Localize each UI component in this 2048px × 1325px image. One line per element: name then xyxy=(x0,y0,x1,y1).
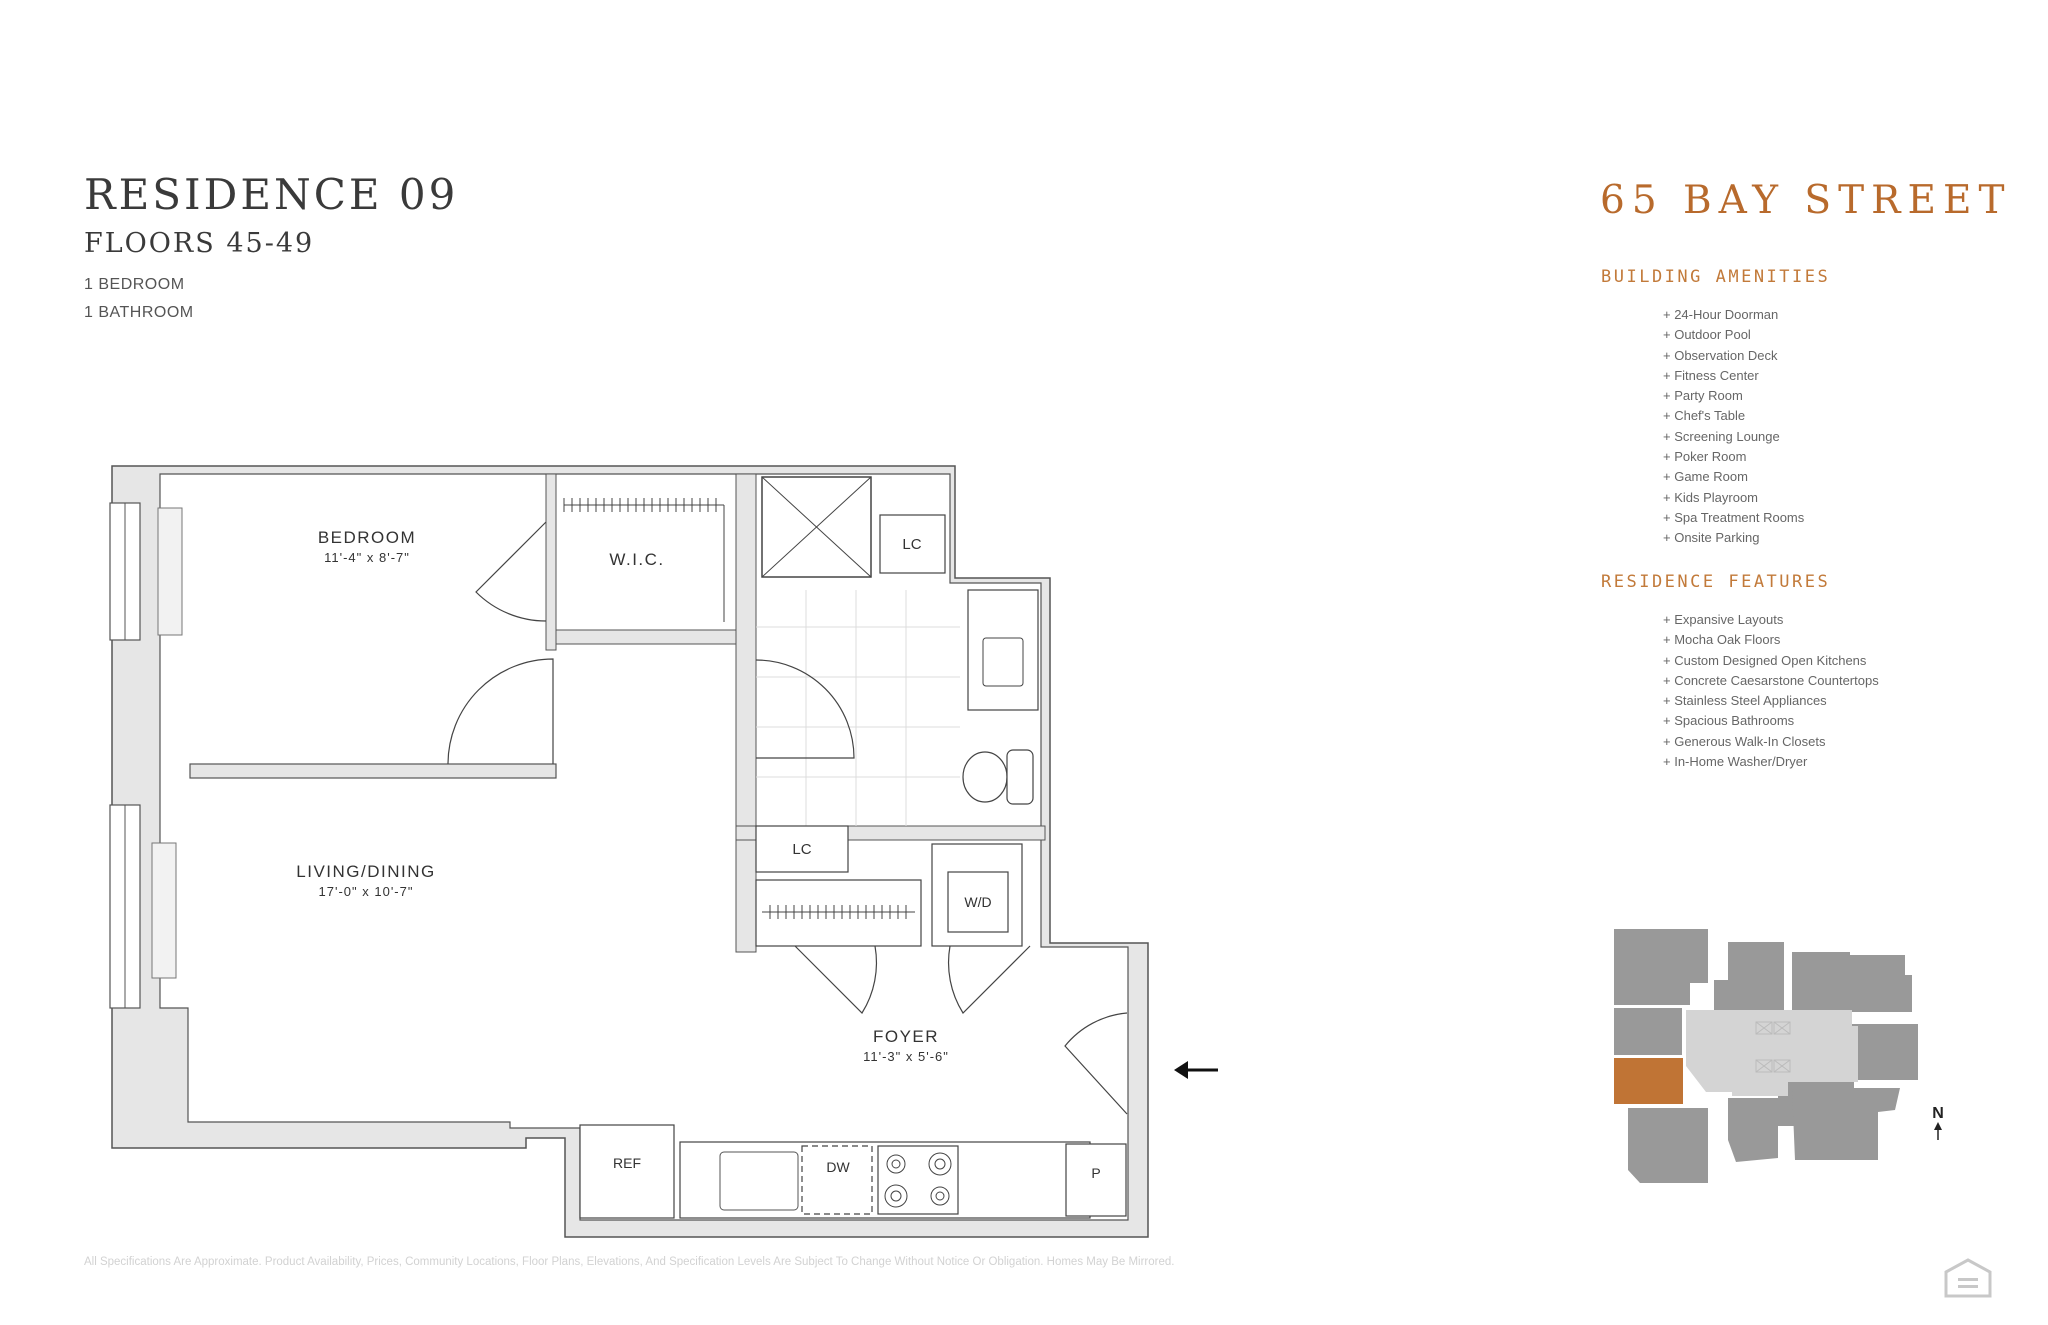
list-item: + Party Room xyxy=(1663,388,1743,404)
list-item: + In-Home Washer/Dryer xyxy=(1663,754,1808,770)
wic-label: W.I.C. xyxy=(609,550,664,569)
living-dims: 17'-0" x 10'-7" xyxy=(319,884,414,899)
toilet xyxy=(962,751,1008,803)
door-swings xyxy=(447,521,1128,1115)
list-item: + 24-Hour Doorman xyxy=(1663,307,1779,322)
list-item: + Stainless Steel Appliances xyxy=(1663,693,1827,709)
dishwasher xyxy=(801,1145,873,1215)
features-list: + Expansive Layouts + Mocha Oak Floors +… xyxy=(1663,610,1879,772)
list-item: + Onsite Parking xyxy=(1663,530,1760,546)
entry-arrow-icon xyxy=(1174,1061,1218,1079)
equal-housing-icon xyxy=(1944,1258,1992,1298)
wd-label: W/D xyxy=(964,894,991,910)
key-plan xyxy=(1614,929,1918,1183)
bedroom-south-wall xyxy=(189,763,557,779)
list-item: + Spacious Bathrooms xyxy=(1663,713,1795,729)
list-item: + Generous Walk-In Closets xyxy=(1663,733,1826,749)
list-item: + Expansive Layouts xyxy=(1663,612,1784,627)
lc-top-box xyxy=(879,514,946,574)
wic-bottom-wall xyxy=(555,629,746,645)
list-item: + Screening Lounge xyxy=(1663,428,1780,444)
list-item: + Game Room xyxy=(1663,469,1748,485)
foyer-dims: 11'-3" x 5'-6" xyxy=(863,1049,949,1064)
lc-bottom-label: LC xyxy=(792,841,811,858)
list-item: + Fitness Center xyxy=(1663,367,1759,383)
foyer-label: FOYER xyxy=(873,1027,939,1046)
lc-bottom-box xyxy=(755,825,849,873)
residence-title: RESIDENCE 09 xyxy=(84,170,459,219)
interior-floor xyxy=(159,473,1129,1221)
list-item: + Observation Deck xyxy=(1663,347,1778,363)
washer-dryer xyxy=(947,871,1009,933)
bath-west-wall xyxy=(735,473,757,953)
keyplan-unit-highlight xyxy=(1614,1058,1683,1104)
bedroom-radiator xyxy=(157,507,183,636)
sink-basin xyxy=(982,637,1024,687)
building-name: 65 BAY STREET xyxy=(1600,178,2012,223)
list-item: + Outdoor Pool xyxy=(1663,327,1751,343)
list-item: + Mocha Oak Floors xyxy=(1663,632,1781,648)
living-radiator xyxy=(151,842,177,979)
dw-label: DW xyxy=(826,1159,850,1175)
pantry xyxy=(1065,1143,1127,1217)
floors-label: FLOORS 45-49 xyxy=(84,228,315,259)
north-arrow-icon: N xyxy=(1932,1105,1944,1140)
bath-tile-floor xyxy=(756,590,960,826)
bathroom-count: 1 BATHROOM xyxy=(84,304,194,321)
hall-closet xyxy=(755,879,922,947)
hall-closet-shelving xyxy=(762,905,915,919)
pantry-label: P xyxy=(1091,1165,1100,1181)
amenities-list: + 24-Hour Doorman + Outdoor Pool + Obser… xyxy=(1663,305,1804,549)
bedroom-label: BEDROOM xyxy=(318,528,416,547)
features-heading: RESIDENCE FEATURES xyxy=(1601,572,1831,592)
refrigerator xyxy=(579,1124,675,1219)
list-item: + Spa Treatment Rooms xyxy=(1663,509,1805,525)
disclaimer: All Specifications Are Approximate. Prod… xyxy=(84,1256,1175,1268)
list-item: + Poker Room xyxy=(1663,449,1747,465)
svg-text:N: N xyxy=(1932,1105,1944,1122)
living-label: LIVING/DINING xyxy=(296,862,435,881)
cooktop xyxy=(877,1145,959,1215)
list-item: + Custom Designed Open Kitchens xyxy=(1663,652,1867,668)
wic-wall xyxy=(545,473,557,651)
bedroom-count: 1 BEDROOM xyxy=(84,276,185,293)
bedroom-dims: 11'-4" x 8'-7" xyxy=(324,550,410,565)
kitchen-sink xyxy=(719,1151,799,1211)
ref-label: REF xyxy=(613,1155,641,1171)
lc-top-label: LC xyxy=(902,536,921,553)
wic-shelving xyxy=(563,498,725,622)
list-item: + Kids Playroom xyxy=(1663,489,1759,505)
amenities-heading: BUILDING AMENITIES xyxy=(1601,267,1831,287)
list-item: + Chef's Table xyxy=(1663,408,1746,424)
list-item: + Concrete Caesarstone Countertops xyxy=(1663,672,1879,688)
